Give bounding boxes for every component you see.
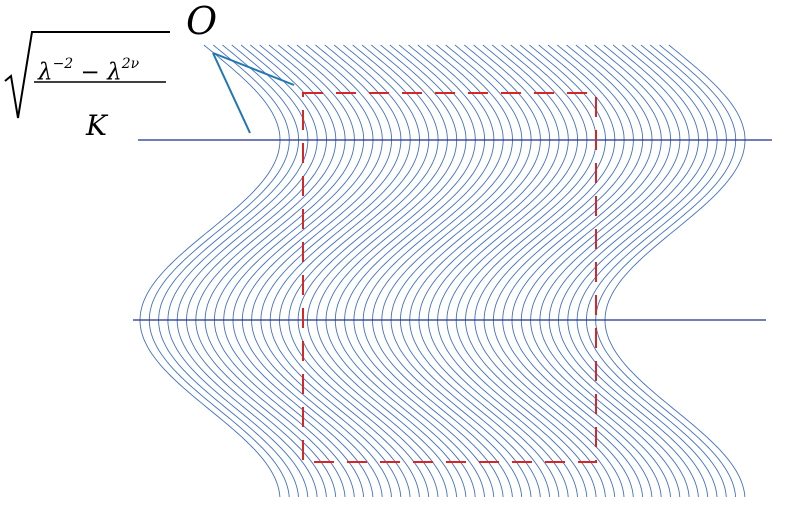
wave-line [372, 44, 513, 498]
wave-line [139, 44, 281, 498]
wave-line [409, 44, 551, 498]
wave-line [576, 44, 718, 498]
wave-line [595, 44, 737, 498]
wave-line [223, 44, 365, 498]
wave-line [418, 44, 560, 498]
wave-line [399, 44, 541, 498]
wave-line [241, 44, 383, 498]
numerator-lambda-2: λ [107, 59, 122, 86]
fraction-denominator: K [86, 109, 107, 142]
wave-line [390, 44, 532, 498]
wave-line [232, 44, 374, 498]
numerator-exponent-2: 2ν [121, 56, 140, 72]
numerator-exponent-1: −2 [52, 56, 74, 72]
wave-line [362, 44, 504, 498]
wave-line [186, 44, 327, 498]
wave-line [539, 44, 681, 498]
fraction-numerator: λ−2 − λ2ν [38, 57, 139, 86]
wave-line [279, 44, 420, 498]
wave-line [520, 44, 662, 498]
wave-line [269, 44, 411, 498]
wave-line [604, 44, 746, 498]
wave-line [176, 44, 318, 498]
pointer-line-to-bottom [212, 52, 251, 134]
wave-line [297, 44, 439, 498]
wave-line [306, 44, 448, 498]
wave-line [446, 44, 588, 498]
wave-line [288, 44, 430, 498]
dashed-unit-cell-box [302, 92, 597, 463]
numerator-lambda-1: λ [38, 59, 53, 86]
wave-line [455, 44, 597, 498]
wave-line [353, 44, 495, 498]
wave-line [204, 44, 346, 498]
wave-line [530, 44, 672, 498]
wave-lines-group [139, 44, 746, 498]
wave-line [511, 44, 653, 498]
wave-line [316, 44, 458, 498]
wave-line [381, 44, 523, 498]
wave-line [558, 44, 699, 498]
wave-line [585, 44, 727, 498]
sqrt-expression: λ−2 − λ2ν K [2, 26, 172, 140]
wave-line [344, 44, 486, 498]
wave-line [437, 44, 579, 498]
wave-line [492, 44, 634, 498]
wave-line [334, 44, 476, 498]
wave-line [465, 44, 606, 498]
sqrt-symbol [4, 31, 170, 119]
wave-line [251, 44, 393, 498]
wave-line [158, 44, 300, 498]
wave-line [474, 44, 616, 498]
numerator-minus: − [73, 59, 108, 86]
wave-line [502, 44, 644, 498]
wave-line [548, 44, 690, 498]
wave-line [325, 44, 467, 498]
wave-line [483, 44, 625, 498]
wave-line [213, 44, 355, 498]
point-label-O: O [186, 0, 218, 43]
wave-line [567, 44, 709, 498]
pointer-line-to-top [212, 52, 295, 86]
wave-line [148, 44, 290, 498]
wave-line [195, 44, 337, 498]
wave-line [260, 44, 402, 498]
wave-line [427, 44, 569, 498]
